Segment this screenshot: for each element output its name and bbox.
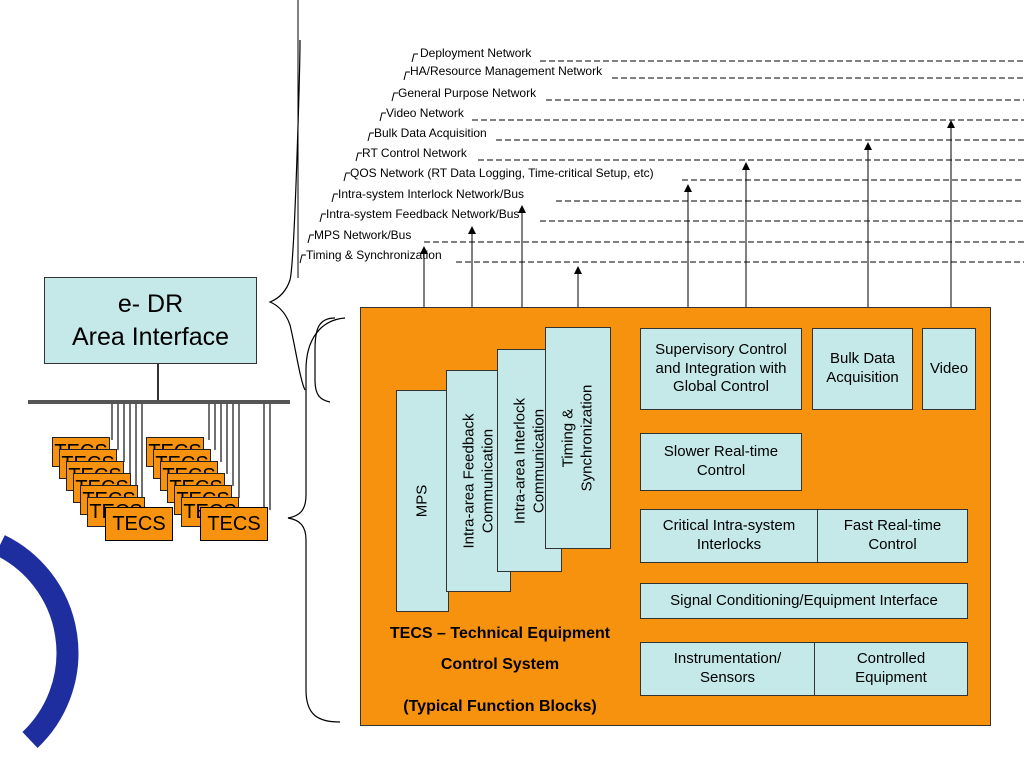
edr-area-interface-box: e- DR Area Interface bbox=[44, 277, 257, 364]
network-brace bbox=[268, 39, 306, 391]
fast-realtime-block: Fast Real-time Control bbox=[817, 509, 968, 563]
tecs-brace bbox=[287, 317, 346, 723]
instrumentation-block: Instrumentation/ Sensors bbox=[640, 642, 815, 696]
network-label-deployment: Deployment Network bbox=[420, 46, 532, 60]
feedback-label: Intra-area Feedback Communication bbox=[459, 413, 496, 549]
network-label-rt-control: RT Control Network bbox=[362, 146, 467, 160]
edr-subtitle: Area Interface bbox=[71, 322, 230, 351]
mps-label: MPS bbox=[413, 484, 431, 518]
supervisory-control-block: Supervisory Control and Integration with… bbox=[640, 328, 802, 410]
tecs-card-front: TECS bbox=[200, 507, 268, 541]
network-label-bulk: Bulk Data Acquisition bbox=[374, 126, 487, 140]
edr-title: e- DR bbox=[117, 290, 184, 318]
slower-realtime-block: Slower Real-time Control bbox=[640, 433, 802, 491]
tecs-caption-line2: Control System bbox=[440, 656, 560, 673]
tecs-caption-line3: (Typical Function Blocks) bbox=[403, 698, 597, 715]
network-label-interlock: Intra-system Interlock Network/Bus bbox=[338, 187, 525, 201]
panel-brace bbox=[314, 317, 336, 403]
network-label-qos: QOS Network (RT Data Logging, Time-criti… bbox=[350, 166, 654, 180]
tecs-caption-line1: TECS – Technical Equipment bbox=[389, 625, 611, 642]
tecs-card-front: TECS bbox=[105, 507, 173, 541]
network-label-general: General Purpose Network bbox=[398, 86, 537, 100]
network-label-video: Video Network bbox=[386, 106, 464, 120]
bulk-data-block: Bulk Data Acquisition bbox=[812, 328, 913, 410]
network-label-mps: MPS Network/Bus bbox=[314, 228, 412, 242]
timing-label: Timing & Synchronization bbox=[559, 384, 595, 492]
mps-block: MPS bbox=[396, 390, 449, 612]
network-label-feedback: Intra-system Feedback Network/Bus bbox=[326, 207, 520, 221]
network-label-ha: HA/Resource Management Network bbox=[410, 64, 603, 78]
timing-block: Timing & Synchronization bbox=[545, 327, 611, 549]
controlled-equipment-block: Controlled Equipment bbox=[814, 642, 968, 696]
video-block: Video bbox=[922, 328, 976, 410]
logo-arc bbox=[0, 535, 79, 748]
interlock-label: Intra-area Interlock Communication bbox=[510, 397, 547, 524]
network-lines bbox=[424, 60, 1024, 263]
critical-interlocks-block: Critical Intra-system Interlocks bbox=[640, 509, 818, 563]
bus-drops bbox=[111, 404, 271, 510]
network-label-timing: Timing & Synchronization bbox=[306, 248, 442, 262]
logo-arc-inner bbox=[0, 598, 29, 702]
signal-conditioning-block: Signal Conditioning/Equipment Interface bbox=[640, 583, 968, 619]
